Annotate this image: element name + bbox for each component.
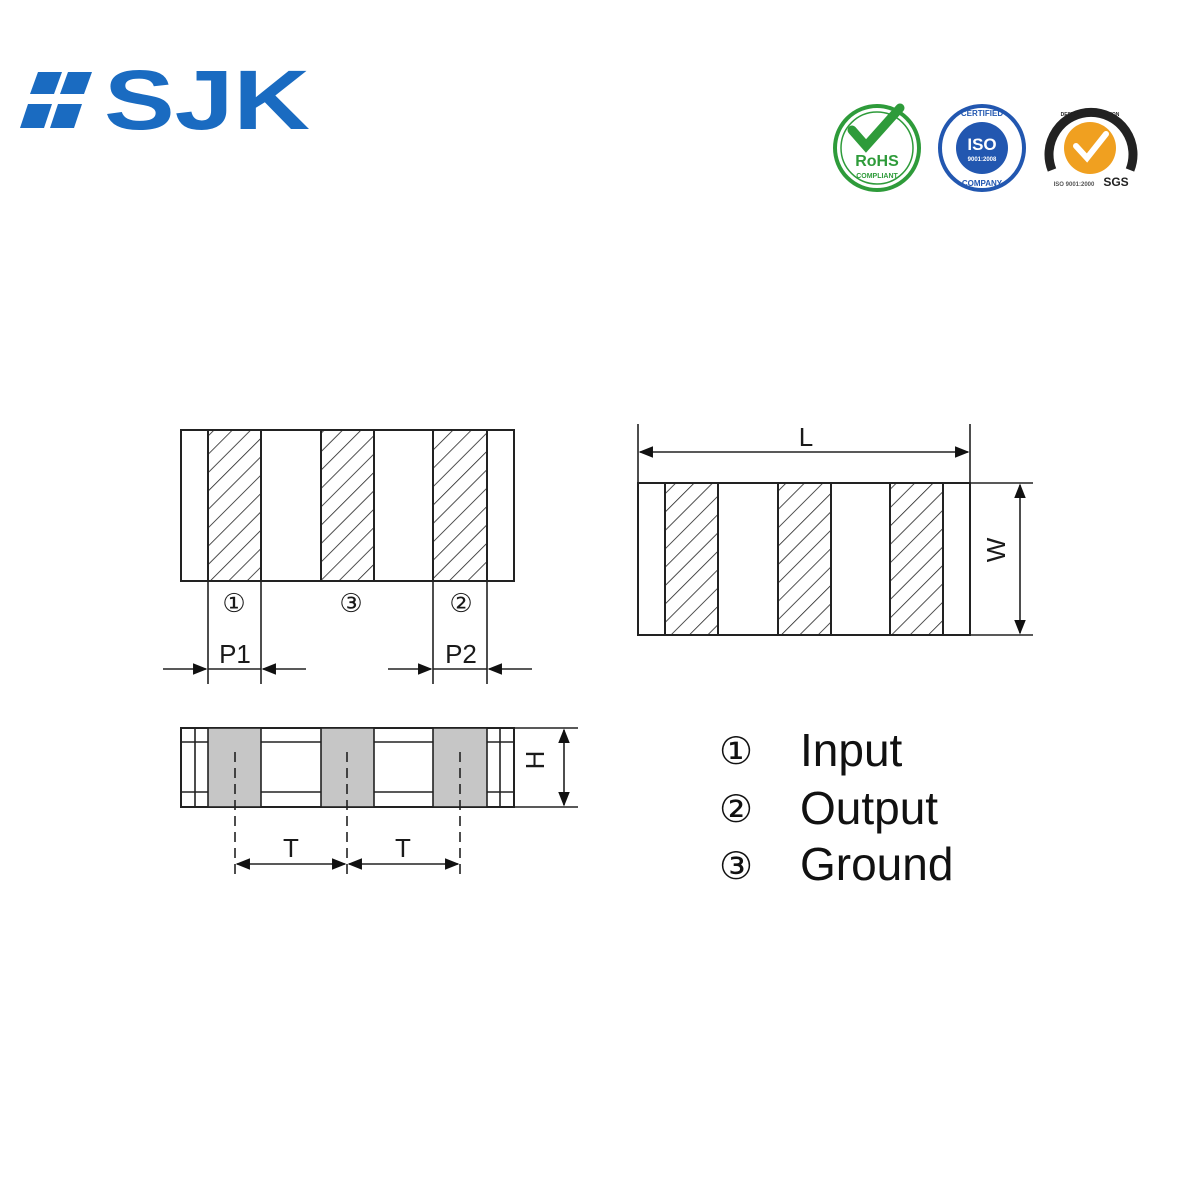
rohs-badge: RoHS COMPLIANT [833, 103, 921, 192]
dim-pitch-1: T [283, 833, 299, 863]
front-view: ① ③ ② P1 P2 [163, 429, 532, 684]
dim-p2: P2 [445, 639, 477, 669]
legend-item: ③ Ground [719, 838, 953, 890]
iso-number: 9001:2008 [968, 157, 997, 163]
legend-num: ① [719, 729, 753, 773]
legend-num: ③ [719, 844, 753, 888]
legend-num: ② [719, 787, 753, 831]
terminal-output [432, 429, 488, 582]
legend-label: Input [800, 724, 903, 776]
side-view: H T T [180, 727, 578, 880]
legend-label: Ground [800, 838, 953, 890]
pin-marker-3: ③ [339, 589, 362, 619]
iso-top: CERTIFIED [961, 109, 1003, 118]
brand-name: SJK [104, 53, 310, 147]
rohs-sub: COMPLIANT [856, 173, 898, 180]
terminal-input [207, 429, 262, 582]
sgs-number: ISO 9001:2000 [1054, 182, 1095, 188]
rohs-main: RoHS [855, 153, 899, 170]
check-icon [847, 103, 905, 153]
legend-label: Output [800, 782, 938, 834]
dim-pitch-2: T [395, 833, 411, 863]
dim-width: W [981, 537, 1011, 562]
top-view: L W [637, 422, 1033, 636]
legend-item: ① Input [719, 724, 903, 776]
iso-bottom: COMPANY [962, 179, 1003, 188]
pin-marker-1: ① [222, 589, 245, 619]
sjk-logo: SJK [20, 53, 310, 147]
dim-p1: P1 [219, 639, 251, 669]
iso-main: ISO [967, 135, 996, 154]
dim-length: L [799, 422, 813, 452]
sgs-main: SGS [1103, 175, 1128, 189]
logo-mark-icon [20, 72, 92, 128]
terminal-ground [320, 429, 375, 582]
check-icon [1073, 131, 1109, 163]
dim-height: H [520, 751, 550, 770]
pin-legend: ① Input ② Output ③ Ground [719, 724, 953, 890]
pin-marker-2: ② [449, 589, 472, 619]
sgs-badge: DESIGN CERTIFICATION ISO 9001:2000 SGS [1044, 107, 1138, 189]
sgs-top: DESIGN CERTIFICATION [1061, 112, 1120, 118]
legend-item: ② Output [719, 782, 938, 834]
iso-badge: CERTIFIED ISO 9001:2008 COMPANY [938, 104, 1026, 192]
